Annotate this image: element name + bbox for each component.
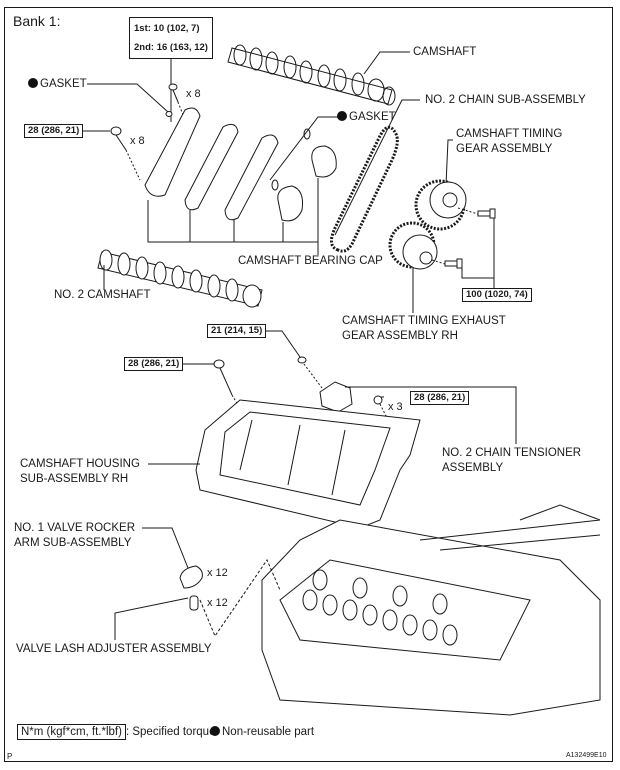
install-guide-line [199, 558, 281, 638]
tensioner-leader [345, 386, 517, 444]
label-bearing-cap: CAMSHAFT BEARING CAP [238, 255, 383, 267]
chain-leader [334, 99, 420, 236]
label-lash-adjuster: VALVE LASH ADJUSTER ASSEMBLY [16, 643, 212, 655]
nonreusable-dot-icon [210, 726, 220, 736]
qty-housing-bolts: x 3 [388, 401, 403, 413]
camshaft-illustration [227, 44, 396, 106]
housing-bolt-right-icon [373, 395, 389, 421]
housing-bolt-left-torque: 28 (286, 21) [124, 357, 184, 371]
bearing-cap-torque-box: 1st: 10 (102, 7) 2nd: 16 (163, 12) [129, 17, 213, 59]
bank-title: Bank 1: [13, 13, 61, 29]
nonreusable-dot-icon [28, 78, 38, 88]
legend-torque: N*m (kgf*cm, ft.*lbf): Specified torque [17, 724, 216, 740]
tensioner-bolt-torque: 21 (214, 15) [207, 324, 267, 338]
legend-torque-unit: N*m (kgf*cm, ft.*lbf) [17, 724, 126, 740]
timing-gear-illustration [414, 179, 467, 231]
no2-camshaft-illustration [97, 249, 263, 308]
figure-code: A132499E10 [566, 752, 607, 759]
label-rocker-2: ARM SUB-ASSEMBLY [14, 537, 132, 549]
housing-bolt-right-torque: 28 (286, 21) [410, 391, 470, 405]
tensioner-bolt-leader [262, 330, 301, 358]
legend-torque-desc: : Specified torque [125, 726, 216, 738]
label-exhaust-gear-1: CAMSHAFT TIMING EXHAUST [342, 315, 506, 327]
camshaft-housing-illustration [195, 399, 421, 529]
gasket-left-ring [165, 111, 173, 117]
label-housing-1: CAMSHAFT HOUSING [20, 458, 140, 470]
label-gasket-right: GASKET [337, 110, 396, 125]
label-rocker-1: NO. 1 VALVE ROCKER [14, 522, 135, 534]
engine-head-illustration [261, 504, 601, 716]
label-no2-camshaft: NO. 2 CAMSHAFT [54, 289, 151, 301]
gasket-left-text: GASKET [40, 78, 87, 90]
gear-bolt-bracket [461, 218, 495, 279]
lash-leader [114, 597, 189, 640]
qty-cap-bolts-left: x 8 [130, 135, 145, 147]
label-tensioner-2: ASSEMBLY [442, 462, 504, 474]
tensioner-bolt-icon [297, 356, 323, 389]
gear-bolt-lower-icon [431, 258, 463, 269]
bearing-cap-illustrations [144, 107, 337, 222]
label-housing-2: SUB-ASSEMBLY RH [20, 473, 129, 485]
gear-bolt-torque: 100 (1020, 74) [462, 288, 532, 302]
label-no2-chain: NO. 2 CHAIN SUB-ASSEMBLY [425, 94, 586, 106]
label-exhaust-gear-2: GEAR ASSEMBLY RH [342, 330, 458, 342]
lash-adjuster-icon [189, 595, 199, 611]
page-marker: P [7, 752, 13, 761]
gasket-right-text: GASKET [349, 111, 396, 123]
legend-nonreusable: Non-reusable part [210, 726, 314, 738]
gear-bolt-upper-icon [457, 207, 496, 219]
label-gasket-left: GASKET [28, 77, 87, 92]
timing-gear-leader [445, 139, 453, 186]
torque-2nd: 2nd: 16 (163, 12) [134, 42, 208, 53]
chain-illustration [330, 125, 399, 253]
label-camshaft: CAMSHAFT [413, 46, 477, 58]
tensioner-illustration [319, 381, 353, 413]
legend-nonreusable-text: Non-reusable part [222, 726, 315, 738]
exhaust-gear-illustration [388, 221, 438, 270]
housing-bolt-left-icon [213, 359, 239, 406]
rocker-leader [142, 527, 189, 569]
torque-1st: 1st: 10 (102, 7) [134, 23, 200, 34]
qty-cap-bolts-upper: x 8 [186, 88, 201, 100]
label-timing-gear-1: CAMSHAFT TIMING [456, 128, 563, 140]
rocker-arm-icon [179, 565, 203, 589]
label-tensioner-1: NO. 2 CHAIN TENSIONER [442, 447, 582, 459]
qty-rocker-arms: x 12 [207, 567, 228, 579]
nonreusable-dot-icon [337, 111, 347, 121]
qty-lash-adjusters: x 12 [207, 597, 228, 609]
gasket-right-leader [269, 116, 340, 181]
label-timing-gear-2: GEAR ASSEMBLY [456, 143, 553, 155]
figure-frame [4, 7, 613, 762]
bearing-cap-bracket [147, 200, 318, 243]
bolt-left-icon [110, 126, 141, 181]
cap-bolt-torque: 28 (286, 21) [24, 124, 84, 138]
gasket-left-leader [87, 83, 169, 113]
camshaft-leader [363, 51, 410, 75]
